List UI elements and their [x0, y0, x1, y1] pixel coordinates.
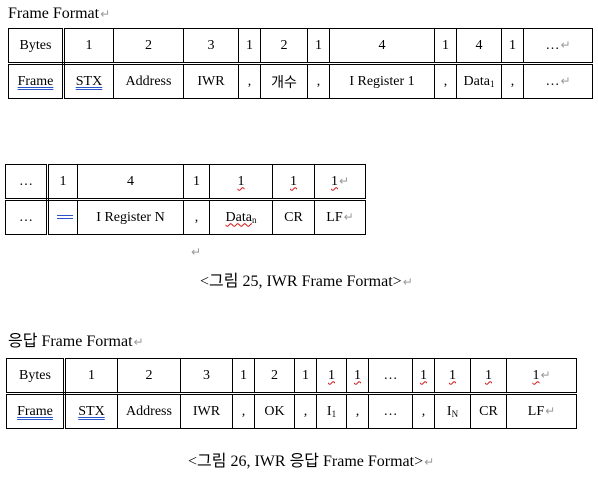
header-cell: 1: [272, 164, 315, 201]
frame-format-continuation-table: … 1 4 1 1 1 1↵ … I Register N , Datan CR…: [5, 164, 366, 235]
data-cell: …: [368, 393, 413, 429]
data-cell: 개수: [260, 63, 308, 99]
header-cell: 1: [412, 358, 435, 395]
header-cell: 2: [260, 28, 308, 65]
data-cell: Frame: [8, 63, 65, 99]
header-cell: 2: [113, 28, 184, 65]
data-cell: CR: [272, 199, 315, 235]
header-cell: 1: [183, 164, 210, 201]
header-cell: Bytes: [8, 28, 65, 65]
header-cell: 4: [77, 164, 184, 201]
data-cell: ,: [307, 63, 330, 99]
data-cell: OK: [254, 393, 295, 429]
data-cell: ,: [294, 393, 317, 429]
frame-format-table: Bytes 1 2 3 1 2 1 4 1 4 1 …↵ Frame STX A…: [8, 28, 593, 99]
data-cell: ,: [238, 63, 261, 99]
paragraph-mark-icon: ↵: [560, 73, 571, 88]
data-cell: [47, 199, 78, 235]
data-cell: Frame: [6, 393, 66, 429]
data-cell: I1: [316, 393, 347, 429]
data-cell: Data1: [456, 63, 502, 99]
header-cell: 1↵: [506, 358, 577, 395]
header-cell: …↵: [523, 28, 593, 65]
response-frame-format-table: Bytes 1 2 3 1 2 1 1 1 … 1 1 1 1↵ Frame S…: [6, 358, 577, 429]
data-cell: CR: [470, 393, 507, 429]
data-cell: ,: [232, 393, 255, 429]
paragraph-mark-icon: ↵: [191, 245, 202, 259]
header-cell: Bytes: [6, 358, 66, 395]
data-cell: …↵: [523, 63, 593, 99]
figure-caption-26: <그림 26, IWR 응답 Frame Format>↵: [188, 453, 435, 470]
header-cell: 1: [434, 28, 457, 65]
paragraph-mark-icon: ↵: [424, 455, 435, 469]
data-cell: ,: [412, 393, 435, 429]
data-cell: STX: [63, 63, 114, 99]
data-cell: IWR: [180, 393, 233, 429]
header-cell: 1: [64, 358, 118, 395]
header-cell: …: [5, 164, 49, 201]
data-cell: ,: [346, 393, 369, 429]
header-cell: 1: [434, 358, 471, 395]
data-cell: Address: [117, 393, 181, 429]
header-cell: 4: [456, 28, 502, 65]
data-cell: I Register N: [77, 199, 184, 235]
header-cell: 3: [183, 28, 239, 65]
section-heading-frame-format: Frame Format↵: [8, 5, 111, 22]
header-cell: 1: [501, 28, 524, 65]
data-cell: IWR: [183, 63, 239, 99]
paragraph-mark-icon: ↵: [545, 403, 556, 418]
data-cell: ,: [434, 63, 457, 99]
header-cell: 3: [180, 358, 233, 395]
header-cell: 1: [307, 28, 330, 65]
section-heading-response-frame-format: 응답 Frame Format↵: [8, 333, 144, 350]
data-cell: LF↵: [314, 199, 366, 235]
header-cell: 2: [117, 358, 181, 395]
header-cell: 1: [316, 358, 347, 395]
header-cell: 1: [238, 28, 261, 65]
header-cell: 1: [47, 164, 78, 201]
header-cell: …: [368, 358, 413, 395]
data-cell: Address: [113, 63, 184, 99]
header-cell: 1: [209, 164, 273, 201]
header-cell: 1: [346, 358, 369, 395]
data-cell: Datan: [209, 199, 273, 235]
header-cell: 1↵: [314, 164, 366, 201]
header-cell: 1: [232, 358, 255, 395]
figure-caption-25: <그림 25, IWR Frame Format>↵: [200, 273, 413, 290]
data-cell: ,: [501, 63, 524, 99]
header-cell: 4: [329, 28, 435, 65]
paragraph-mark-icon: ↵: [560, 37, 571, 52]
stray-paragraph-mark: ↵: [190, 242, 201, 262]
data-cell: I Register 1: [329, 63, 435, 99]
paragraph-mark-icon: ↵: [338, 173, 350, 188]
paragraph-mark-icon: ↵: [540, 367, 551, 382]
paragraph-mark-icon: ↵: [100, 7, 111, 21]
header-cell: 1: [294, 358, 317, 395]
header-cell: 1: [470, 358, 507, 395]
paragraph-mark-icon: ↵: [402, 275, 413, 289]
paragraph-mark-icon: ↵: [343, 209, 354, 224]
header-cell: 2: [254, 358, 295, 395]
data-cell: …: [5, 199, 49, 235]
data-cell: LF↵: [506, 393, 577, 429]
header-cell: 1: [63, 28, 114, 65]
paragraph-mark-icon: ↵: [133, 335, 144, 349]
data-cell: IN: [434, 393, 471, 429]
data-cell: ,: [183, 199, 210, 235]
double-underline-mark: [57, 215, 73, 220]
data-cell: STX: [64, 393, 118, 429]
